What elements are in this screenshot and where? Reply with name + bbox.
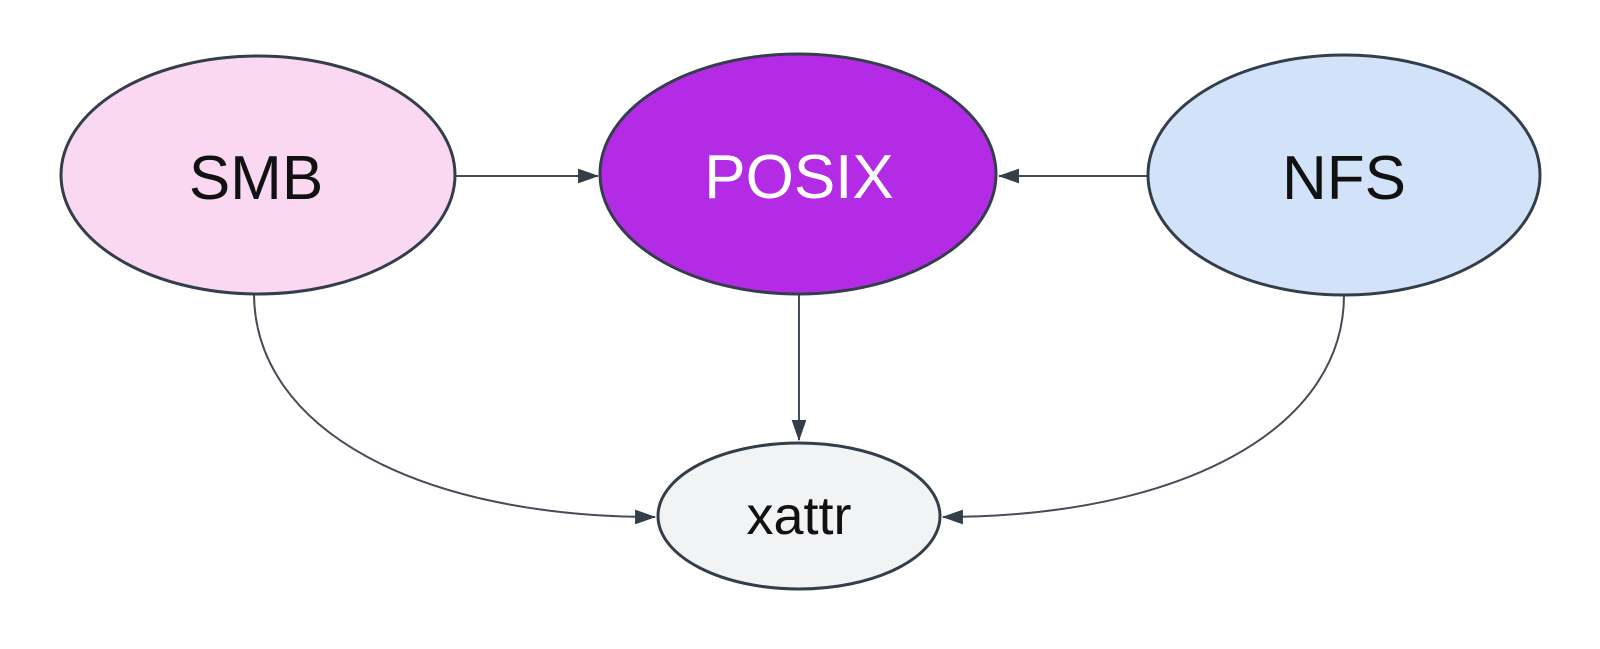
node-xattr: xattr bbox=[656, 441, 942, 591]
node-nfs-ellipse bbox=[1146, 53, 1542, 297]
edge-smb-to-xattr bbox=[253, 292, 657, 525]
edges-layer bbox=[253, 168, 1345, 525]
node-posix: POSIX bbox=[598, 52, 998, 296]
node-nfs-label: NFS bbox=[1282, 144, 1406, 213]
node-posix-ellipse bbox=[598, 52, 998, 296]
node-xattr-label: xattr bbox=[746, 486, 851, 546]
node-smb-label: SMB bbox=[189, 144, 323, 213]
node-xattr-ellipse bbox=[656, 441, 942, 591]
node-nfs: NFS bbox=[1146, 53, 1542, 297]
edge-nfs-to-xattr bbox=[941, 294, 1345, 525]
node-posix-label: POSIX bbox=[704, 143, 894, 212]
node-smb-ellipse bbox=[59, 54, 457, 296]
node-smb: SMB bbox=[59, 54, 457, 296]
